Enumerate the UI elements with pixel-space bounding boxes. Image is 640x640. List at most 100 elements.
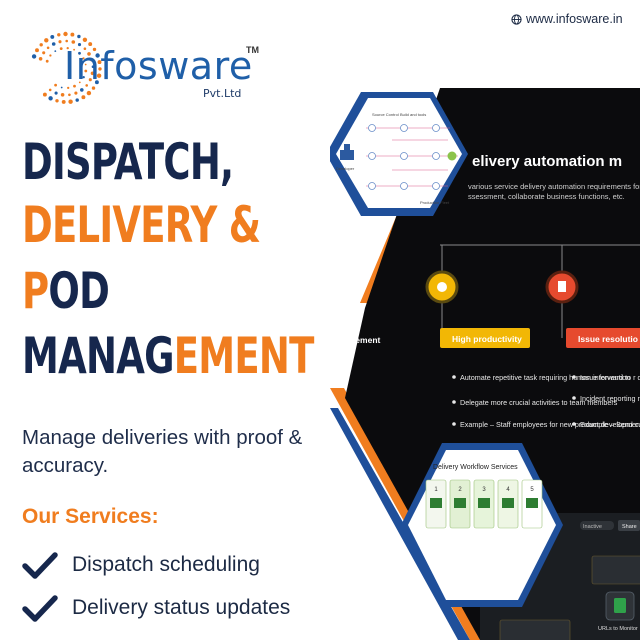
logo-dot	[39, 43, 43, 47]
service-item-label: Delivery status updates	[72, 596, 291, 619]
checkmark-icon	[22, 552, 58, 579]
logo-dot	[73, 84, 76, 88]
logo-dot	[73, 48, 75, 51]
logo-dot	[92, 47, 97, 52]
logo-dot	[80, 88, 84, 92]
logo-dot	[45, 59, 49, 63]
logo-dot	[71, 40, 76, 44]
heading-line-3: POD	[22, 266, 110, 316]
workflow-step-icon	[430, 498, 442, 508]
node-label: URLs to Monitor	[598, 626, 638, 632]
logo-dot	[90, 71, 95, 76]
logo-dot	[77, 34, 81, 39]
developer-icon	[340, 150, 354, 160]
checkmark-icon	[22, 595, 58, 622]
flow-diagram-hexagon: Source Control Build and tools Developer…	[330, 92, 468, 216]
logo-dot	[77, 43, 82, 47]
card-header-productivity	[440, 328, 530, 348]
logo-dot	[48, 96, 53, 101]
slide-title: elivery automation m	[472, 153, 622, 170]
logo-dot	[98, 67, 102, 71]
logo-dot	[54, 91, 58, 95]
workflow-step-number: 1	[434, 487, 438, 493]
logo-dot	[54, 50, 57, 52]
card-header-issue	[566, 328, 640, 348]
heading-line-1: DISPATCH,	[22, 133, 234, 191]
logo-dot	[70, 32, 75, 37]
share-button[interactable]	[618, 520, 640, 531]
logo-dot	[61, 99, 66, 104]
logo-dot	[90, 58, 94, 62]
workflow-step-icon	[526, 498, 538, 508]
logo-dot	[84, 69, 88, 73]
services-title: Our Services:	[22, 505, 159, 528]
heading-line-2: DELIVERY &	[22, 196, 261, 254]
card-title-issue: Issue resolutio	[578, 334, 638, 344]
logo-dot	[31, 54, 37, 59]
logo-dot	[65, 39, 68, 43]
tagline: Manage deliveries with proof & accuracy.	[22, 426, 303, 477]
logo-dot	[94, 80, 99, 85]
slide-subtitle-2: ssessment, collaborate business function…	[468, 192, 625, 201]
logo-dot	[81, 95, 86, 100]
heading-line-4: MANAGEMENT	[22, 331, 314, 381]
logo-dot	[48, 88, 52, 92]
share-button-label: Share	[622, 524, 637, 530]
logo-dot	[66, 46, 69, 50]
logo-dot	[87, 52, 91, 56]
globe-icon	[511, 13, 522, 25]
service-item: Dispatch scheduling	[22, 550, 260, 580]
logo-dot	[42, 92, 47, 97]
logo-dot	[88, 78, 92, 82]
logo-dot	[51, 42, 56, 46]
website-link[interactable]: www.infosware.in	[511, 12, 623, 26]
slide-left-label: rement	[352, 335, 381, 345]
logo-dot	[85, 84, 88, 87]
slide-subtitle-1: various service delivery automation requ…	[468, 182, 640, 191]
logo-dot	[75, 98, 79, 102]
logo-dot	[88, 42, 93, 47]
logo-dot	[86, 90, 92, 96]
workflow-step-number: 5	[530, 487, 534, 493]
logo-dot	[63, 31, 68, 37]
logo-dot	[95, 53, 100, 58]
logo-mark	[31, 31, 102, 104]
heading-line-4-orange: EMENT	[173, 327, 315, 385]
logo-dot	[97, 60, 102, 65]
card-title-productivity: High productivity	[452, 334, 522, 344]
card2-bullet: Example – Send customer complain resolve…	[580, 420, 640, 429]
logo-dot	[78, 81, 81, 84]
logo-dot	[74, 91, 78, 95]
logo-dot	[58, 40, 62, 44]
logo-dot	[60, 86, 63, 89]
logo-dot	[91, 86, 96, 90]
hero-visual: elivery automation m various service del…	[330, 88, 640, 640]
heading-line-3-rest: OD	[48, 262, 110, 320]
flow-label: Source Control	[372, 112, 399, 117]
toggle-label: Inactive	[583, 524, 602, 530]
logo-dot	[55, 99, 59, 103]
logo-dot	[44, 38, 49, 43]
card1-bullet: Example – Staff employees for new produc…	[460, 420, 640, 429]
logo-dot	[82, 57, 85, 60]
workflow-step-icon	[454, 498, 466, 508]
card1-bullet: Automate repetitive task requiring human…	[460, 373, 630, 382]
logo-trademark: TM	[246, 45, 259, 55]
logo-dot	[54, 83, 57, 87]
service-item: Delivery status updates	[22, 593, 290, 623]
logo-suffix: Pvt.Ltd	[203, 87, 242, 100]
logo-dot	[84, 63, 87, 66]
flow-label: Developer	[336, 166, 355, 171]
logo-dot	[59, 47, 63, 50]
flow-label: Build and tools	[400, 112, 426, 117]
logo-dot	[50, 34, 55, 39]
logo-dot	[49, 54, 52, 57]
logo-dot	[42, 51, 46, 55]
logo-dot	[82, 76, 85, 79]
logo-dot	[68, 99, 73, 104]
logo-dot	[82, 37, 88, 42]
workflow-title: Delivery Workflow Services	[433, 464, 518, 471]
logo-dot	[60, 93, 65, 97]
logo-dot	[46, 46, 50, 50]
